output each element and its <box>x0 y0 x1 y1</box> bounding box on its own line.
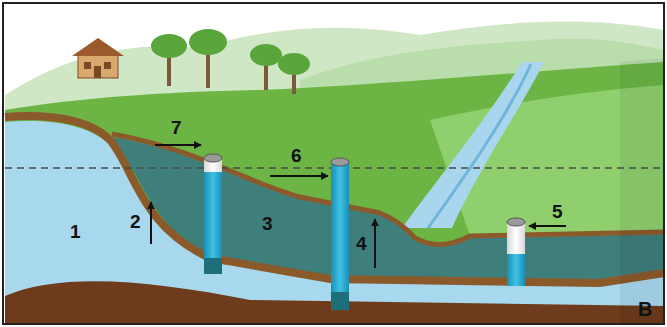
leader-arrow <box>529 225 566 227</box>
callout-number: 7 <box>171 118 182 137</box>
callout-number: 3 <box>262 214 273 233</box>
frame <box>3 3 664 324</box>
leader-arrow <box>270 175 328 177</box>
well <box>507 218 525 286</box>
callout-number: 4 <box>356 234 367 253</box>
trees <box>151 29 310 94</box>
panel-letter: B <box>638 299 652 319</box>
leader-arrow <box>150 202 152 244</box>
leader-arrows <box>151 145 566 268</box>
callout-number: 2 <box>130 212 141 231</box>
callout-number: 6 <box>291 146 302 165</box>
well <box>331 158 349 310</box>
block-side <box>620 58 664 324</box>
house <box>72 38 124 78</box>
stream <box>428 64 531 228</box>
leader-arrow <box>374 219 376 268</box>
well <box>204 154 222 274</box>
leader-arrow <box>155 144 201 146</box>
river <box>402 62 544 228</box>
callout-number: 1 <box>70 222 81 241</box>
upper-confining-layer <box>112 134 664 245</box>
callout-number: 5 <box>552 202 563 221</box>
